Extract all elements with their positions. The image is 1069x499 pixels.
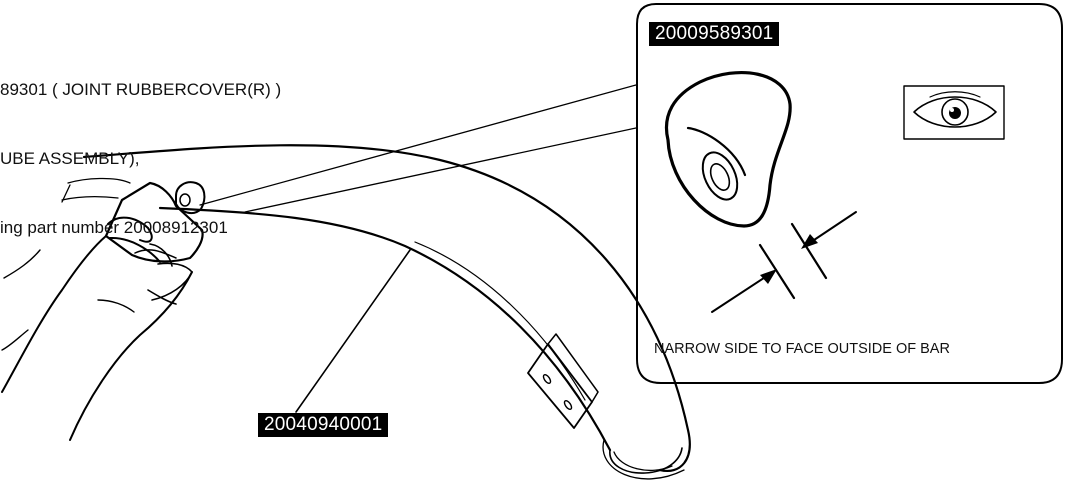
rubber-cover-detail bbox=[665, 70, 792, 228]
detail-caption: NARROW SIDE TO FACE OUTSIDE OF BAR bbox=[654, 341, 950, 357]
tube-assembly bbox=[82, 144, 691, 480]
rubber-cover-part-label: 20009589301 bbox=[649, 22, 780, 46]
dimension-arrow-icon bbox=[711, 211, 857, 313]
detail-box bbox=[636, 3, 1063, 384]
tube-leader-line bbox=[295, 249, 411, 413]
parts-note-line-2: UBE ASSEMBLY), bbox=[0, 149, 140, 168]
parts-note-line-3: ing part number 20008912301 bbox=[0, 218, 228, 237]
bench-outline bbox=[61, 177, 131, 203]
tube-assembly-part-label: 20040940001 bbox=[258, 413, 389, 437]
rubber-cover-installed bbox=[175, 181, 206, 215]
hand-illustration bbox=[1, 181, 204, 441]
parts-note-line-1: 89301 ( JOINT RUBBERCOVER(R) ) bbox=[0, 80, 282, 99]
parts-note: 89301 ( JOINT RUBBERCOVER(R) ) UBE ASSEM… bbox=[0, 32, 281, 285]
eye-inspection-icon bbox=[903, 85, 1005, 140]
detail-leader-lines bbox=[199, 84, 637, 213]
